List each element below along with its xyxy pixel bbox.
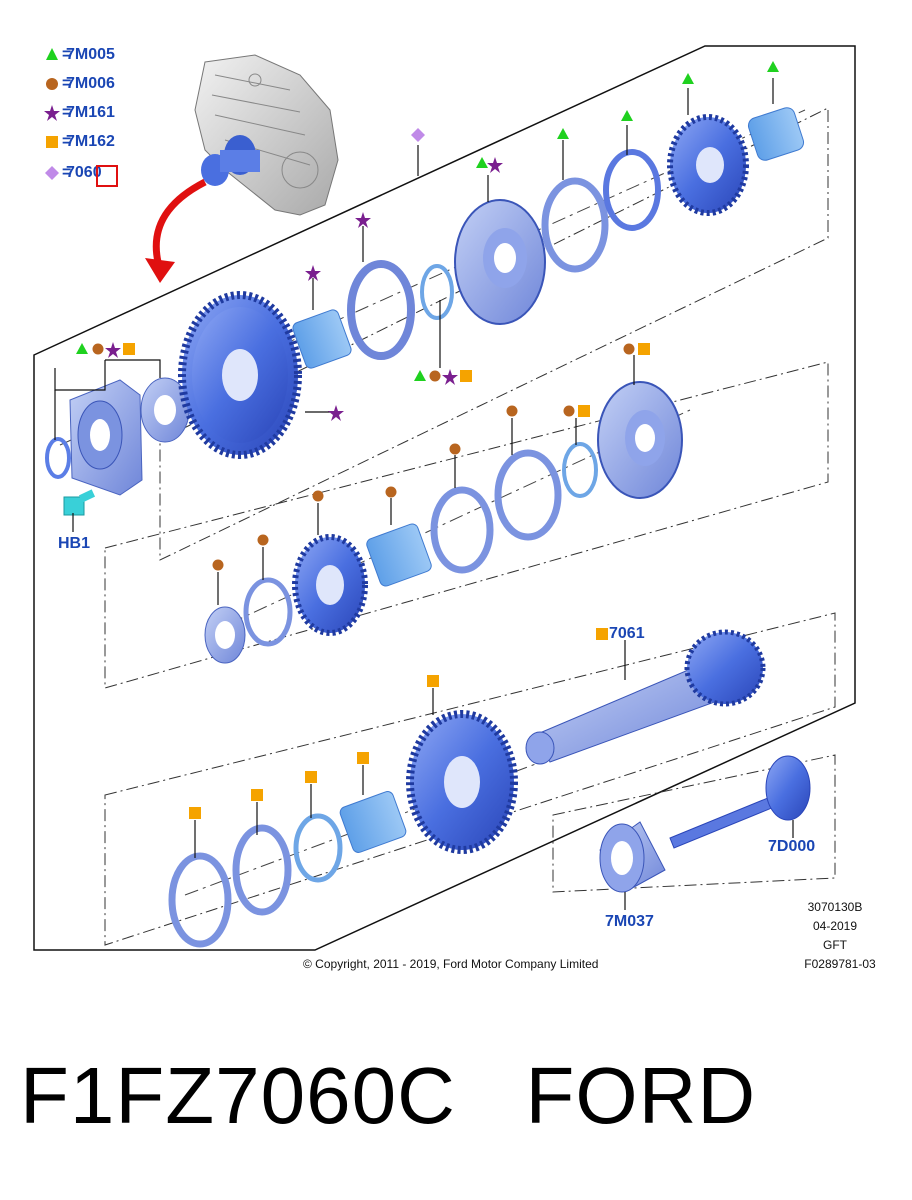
row1-parts (45, 107, 805, 496)
highlight-box (96, 165, 118, 187)
legend-item-7m161: 7M161 (44, 103, 115, 123)
part-markers (44, 48, 779, 819)
red-pointer-arrow (145, 178, 207, 283)
legend-item-7060: 7060 (44, 163, 102, 183)
callout-7m037: 7M037 (605, 913, 654, 930)
legend-triangle-icon (46, 48, 58, 60)
part-number-caption: F1FZ7060C FORD (20, 1051, 757, 1140)
drawing-date: 04-2019 (812, 919, 858, 933)
group-boxes (104, 107, 836, 946)
legend-equals: ===== (62, 46, 72, 181)
leader-lines (54, 78, 794, 910)
legend-item-7m005: 7M005 (44, 45, 115, 65)
row2-parts (204, 381, 683, 664)
legend-label: 7M161 (66, 104, 115, 121)
callout-7061: 7061 (609, 625, 645, 642)
legend-square-icon (46, 136, 58, 148)
callout-hb1: HB1 (58, 535, 91, 552)
legend-circle-icon (46, 78, 58, 90)
legend-label: 7M005 (66, 46, 115, 63)
legend-star-icon (44, 105, 60, 121)
row3-parts (168, 629, 811, 948)
transmission-case-image (194, 54, 339, 216)
callout-7d000: 7D000 (768, 838, 816, 855)
exploded-parts-diagram (33, 45, 856, 951)
drawing-code: 3070130B (807, 900, 863, 914)
bolt-hb1 (63, 489, 96, 516)
legend-diamond-icon (45, 166, 59, 180)
legend-item-7m162: 7M162 (44, 132, 115, 152)
outer-frame (33, 45, 856, 951)
drawing-gft: GFT (823, 938, 847, 952)
copyright-text: © Copyright, 2011 - 2019, Ford Motor Com… (303, 957, 599, 971)
legend-label: 7M162 (66, 133, 115, 150)
drawing-figure-id: F0289781-03 (804, 957, 876, 971)
legend-label: 7060 (66, 164, 102, 181)
legend-label: 7M006 (66, 75, 115, 92)
legend-item-7m006: 7M006 (44, 74, 115, 94)
